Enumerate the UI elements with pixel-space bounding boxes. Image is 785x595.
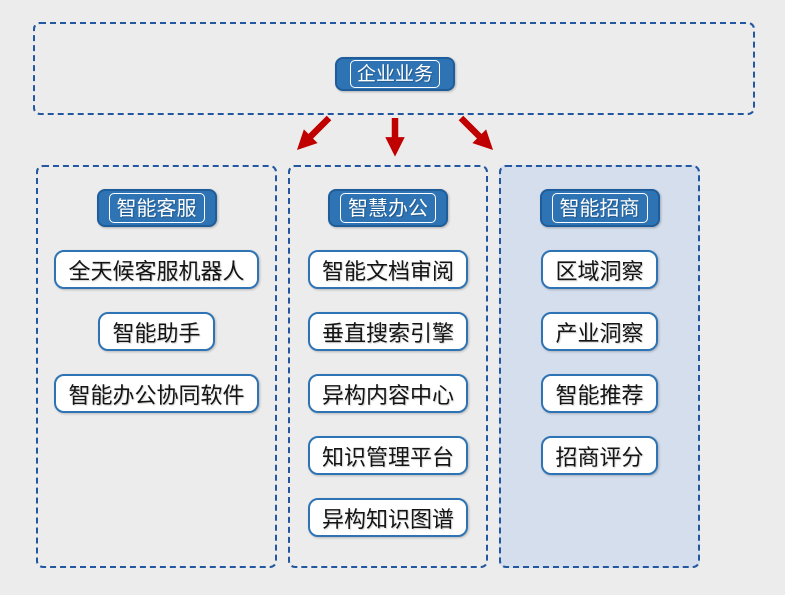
node-item: 全天候客服机器人 xyxy=(54,250,259,289)
node-item: 垂直搜索引擎 xyxy=(307,312,468,351)
node-item: 智能文档审阅 xyxy=(307,250,468,289)
node-item: 知识管理平台 xyxy=(307,436,468,475)
column-investment: 智能招商 区域洞察 产业洞察 智能推荐 招商评分 xyxy=(499,165,700,568)
root-node: 企业业务 xyxy=(335,57,455,91)
column-header-label: 智慧办公 xyxy=(340,193,436,223)
node-item: 产业洞察 xyxy=(541,312,658,351)
node-item: 智能助手 xyxy=(98,312,215,351)
column-header-investment: 智能招商 xyxy=(539,189,660,227)
node-item: 异构内容中心 xyxy=(307,374,468,413)
column-header-smart-office: 智慧办公 xyxy=(328,189,448,227)
root-node-label: 企业业务 xyxy=(349,60,440,88)
node-item: 招商评分 xyxy=(541,436,658,475)
node-item: 区域洞察 xyxy=(541,250,658,289)
root-group-frame xyxy=(33,22,755,115)
arrow-to-left-column-icon xyxy=(296,115,332,151)
node-item: 异构知识图谱 xyxy=(307,498,468,537)
column-header-customer-service: 智能客服 xyxy=(96,189,217,227)
arrow-to-right-column-icon xyxy=(458,115,494,151)
node-item: 智能办公协同软件 xyxy=(54,374,259,413)
column-customer-service: 智能客服 全天候客服机器人 智能助手 智能办公协同软件 xyxy=(36,165,277,568)
column-header-label: 智能招商 xyxy=(551,193,648,223)
column-smart-office: 智慧办公 智能文档审阅 垂直搜索引擎 异构内容中心 知识管理平台 异构知识图谱 xyxy=(288,165,488,568)
column-header-label: 智能客服 xyxy=(108,193,205,223)
node-item: 智能推荐 xyxy=(541,374,658,413)
